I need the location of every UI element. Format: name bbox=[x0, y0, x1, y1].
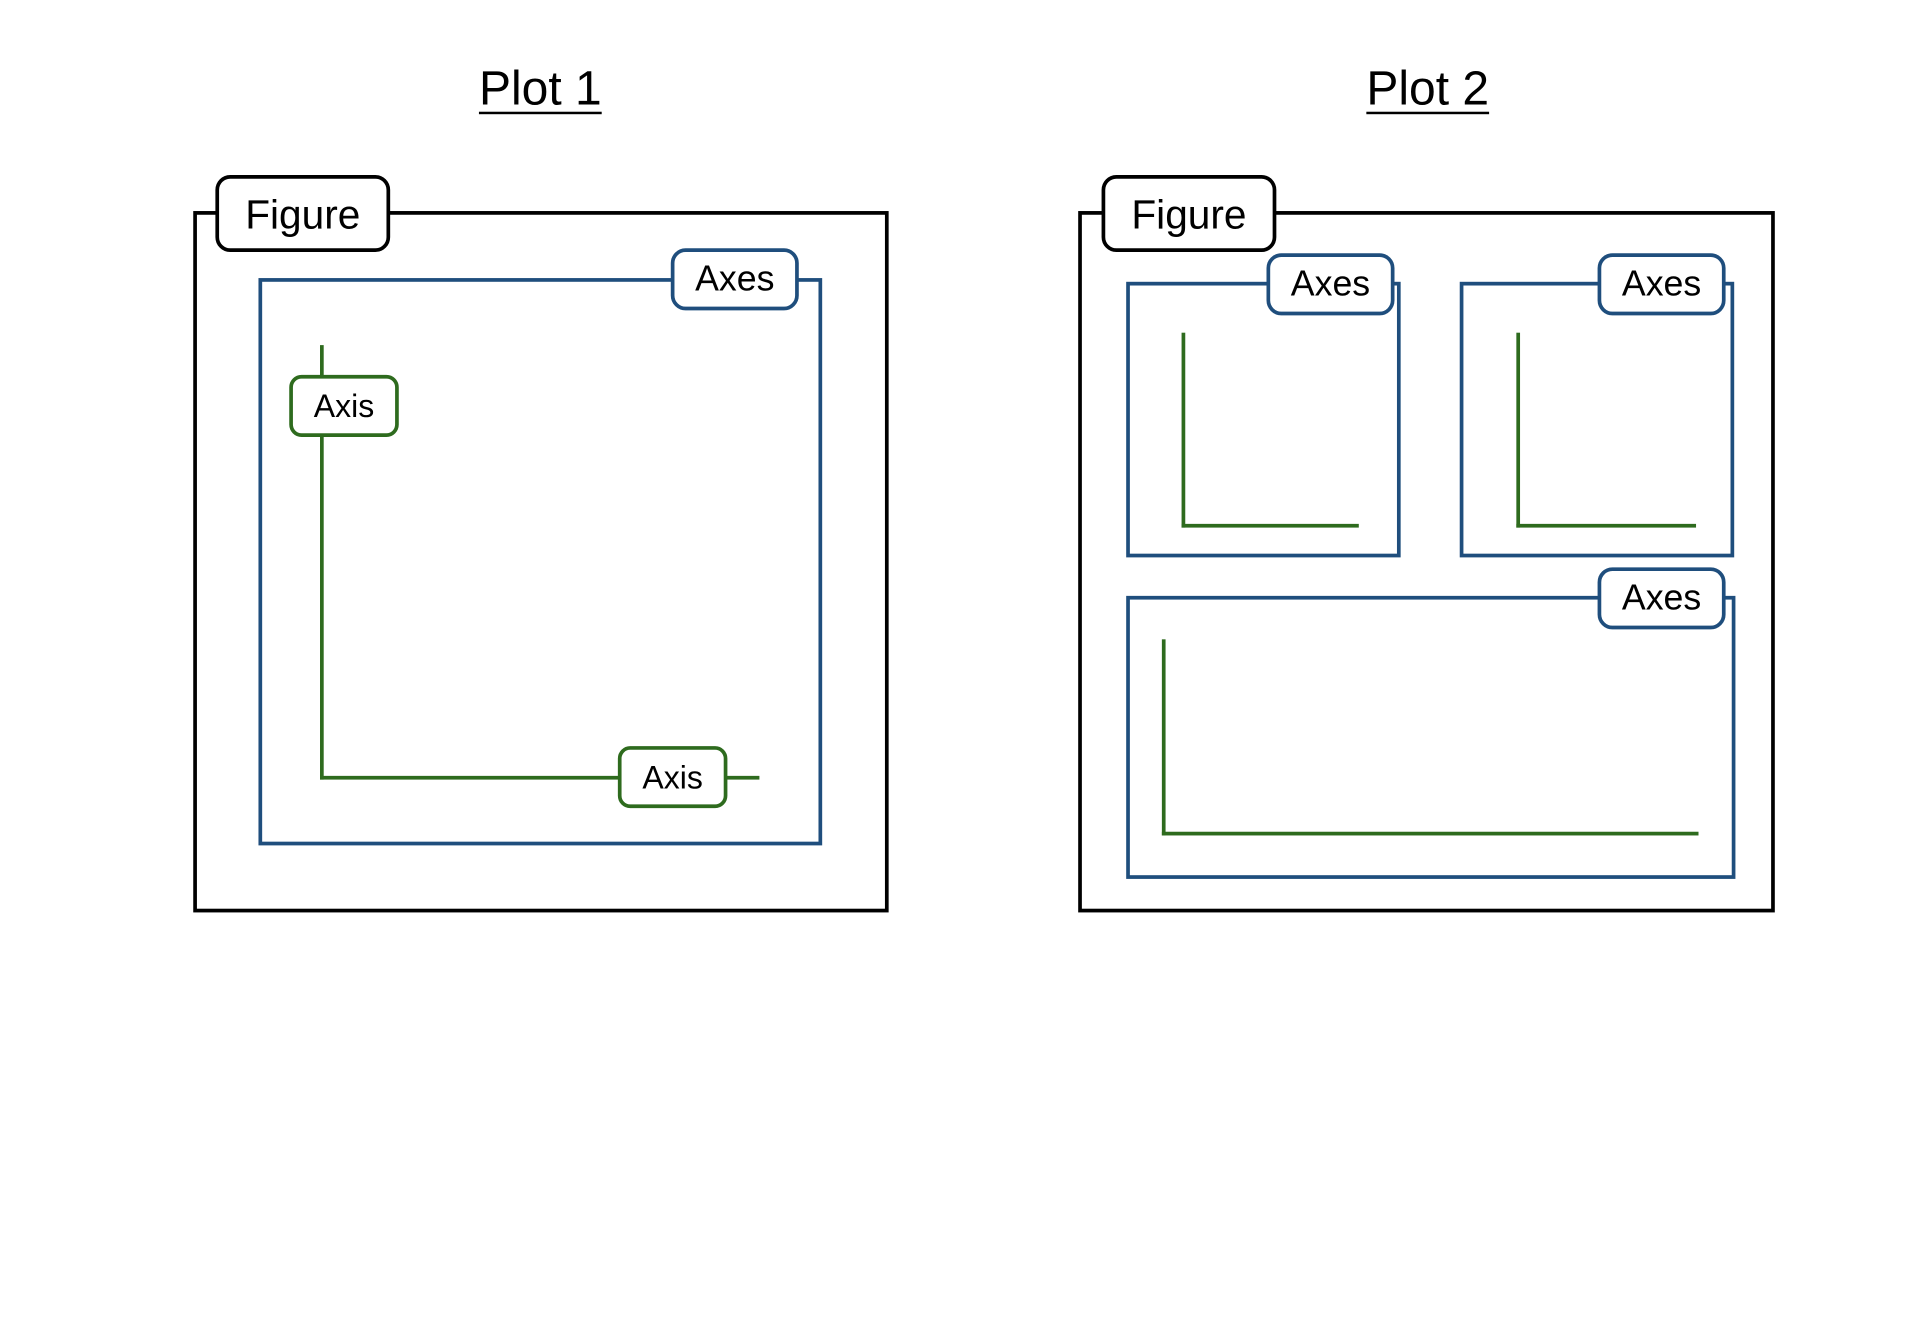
plot-1-axes-label: Axes bbox=[670, 248, 799, 311]
plot-2-axes-frame-bottom bbox=[1126, 595, 1736, 879]
plot-1-figure-frame bbox=[193, 211, 889, 913]
plot-1-x-axis-line bbox=[320, 775, 760, 780]
plot-2-top-left-x-axis-line bbox=[1181, 523, 1359, 528]
plot-2-axes-label-bottom: Axes bbox=[1597, 567, 1726, 630]
plot-2-top-left-y-axis-line bbox=[1181, 332, 1186, 528]
plot-1-y-axis-line bbox=[320, 345, 324, 780]
plot-1-x-axis-label: Axis bbox=[617, 746, 728, 809]
plot-1-y-axis-label: Axis bbox=[289, 374, 399, 437]
plot-2-axes-frame-top-right bbox=[1459, 281, 1735, 558]
plot-2-axes-label-top-left: Axes bbox=[1266, 253, 1395, 316]
plot-2-bottom-x-axis-line bbox=[1161, 831, 1699, 836]
plot-2-figure-frame bbox=[1078, 211, 1775, 913]
plot-2-bottom-y-axis-line bbox=[1161, 639, 1166, 836]
plot-2-top-right-x-axis-line bbox=[1516, 523, 1697, 528]
plot-1-axes-frame bbox=[258, 278, 823, 846]
plot-2-top-right-y-axis-line bbox=[1516, 332, 1521, 528]
plot-2-axes-frame-top-left bbox=[1126, 281, 1401, 558]
plot-1-title: Plot 1 bbox=[478, 62, 602, 116]
plot-2-figure-label: Figure bbox=[1101, 175, 1277, 253]
plot-2-title: Plot 2 bbox=[1366, 62, 1490, 116]
plot-2-axes-label-top-right: Axes bbox=[1597, 253, 1726, 316]
plot-1-figure-label: Figure bbox=[215, 175, 391, 253]
